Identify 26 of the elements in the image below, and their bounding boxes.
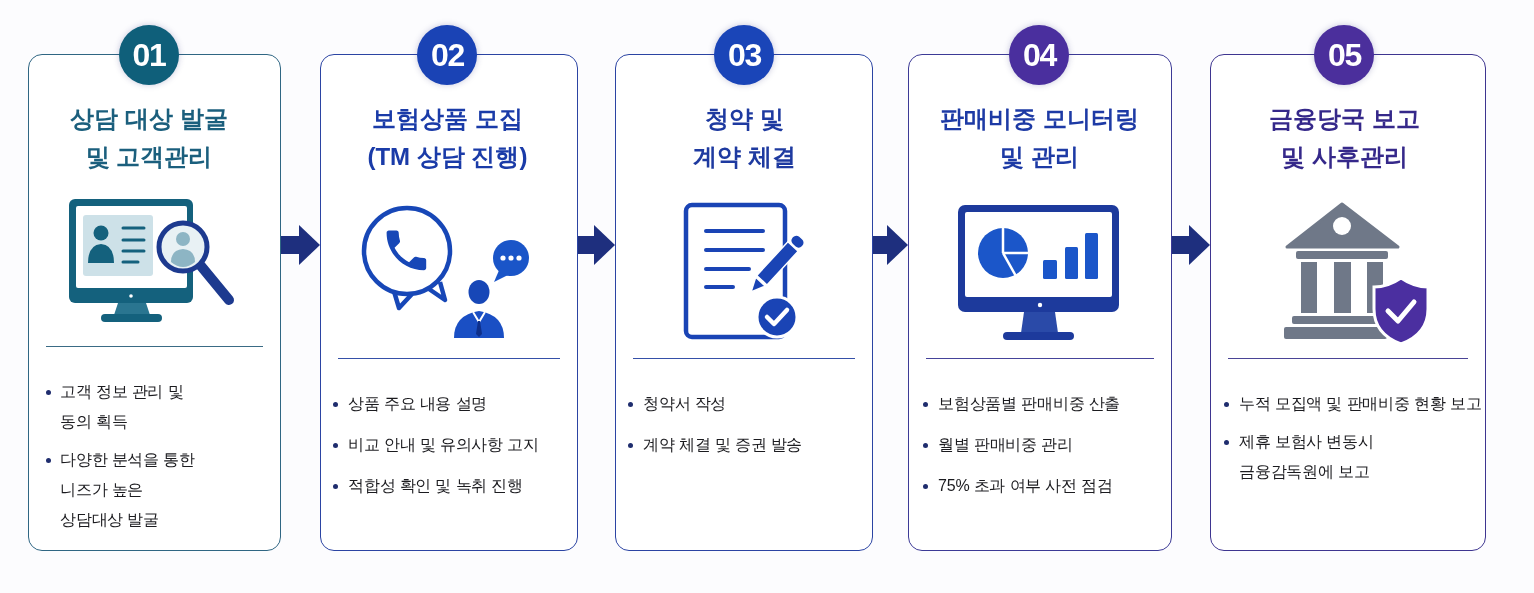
arrow <box>873 225 908 265</box>
arrow <box>281 225 320 265</box>
bullet-text: 고객 정보 관리 및 동의 획득 <box>60 382 184 432</box>
step-title: 금융당국 보고 및 사후관리 <box>1268 104 1421 172</box>
bullet-text: 계약 체결 및 증권 발송 <box>643 435 803 455</box>
arrow <box>1172 225 1210 265</box>
number-badge: 02 <box>417 25 478 85</box>
number-badge: 04 <box>1009 25 1070 85</box>
bullet-text: 제휴 보험사 변동시 금융감독원에 보고 <box>1239 432 1374 482</box>
bullet-text: 상품 주요 내용 설명 <box>348 394 488 414</box>
step-title: 상담 대상 발굴 및 고객관리 <box>69 104 229 172</box>
bullet-text: 누적 모집액 및 판매비중 현황 보고 <box>1239 394 1482 414</box>
bullet-text: 월별 판매비중 관리 <box>938 435 1073 455</box>
bullet-text: 보험상품별 판매비중 산출 <box>938 394 1121 414</box>
arrow <box>578 225 615 265</box>
bullet-text: 다양한 분석을 통한 니즈가 높은 상담대상 발굴 <box>60 450 195 530</box>
number-badge: 05 <box>1314 25 1375 85</box>
bullet-text: 적합성 확인 및 녹취 진행 <box>348 476 523 496</box>
bullet-text: 청약서 작성 <box>643 394 727 414</box>
number-badge: 01 <box>118 25 179 85</box>
step-title: 판매비중 모니터링 및 관리 <box>939 104 1140 172</box>
bullet-text: 75% 초과 여부 사전 점검 <box>938 476 1113 496</box>
step-title: 보험상품 모집 (TM 상담 진행) <box>366 104 529 172</box>
step-title: 청약 및 계약 체결 <box>692 104 797 172</box>
bullet-text: 비교 안내 및 유의사항 고지 <box>348 435 539 455</box>
number-badge: 03 <box>714 25 775 85</box>
